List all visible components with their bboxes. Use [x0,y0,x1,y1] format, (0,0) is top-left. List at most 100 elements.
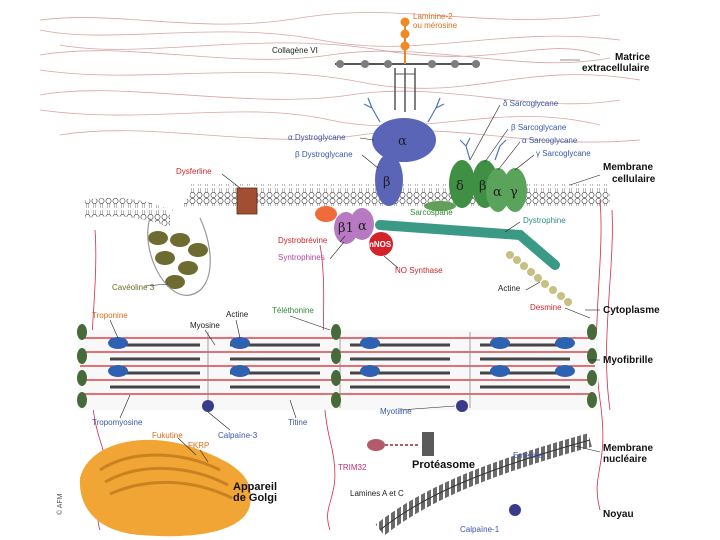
gamma-sarcoglycan-label: γ Sarcoglycane [536,149,591,158]
region-membrane-1: Membrane [603,162,653,173]
beta-dystroglycan-symbol: β [383,175,391,190]
actin-filament [506,251,572,306]
alpha-sarcoglycan-protein [486,168,510,212]
collagen-vi [335,60,480,68]
region-membrane-2: cellulaire [612,174,656,185]
sugar-chain [494,139,507,161]
region-myofibril: Myofibrille [603,355,653,366]
laminin-2 [394,17,416,112]
caveolin-label: Cavéoline 3 [112,283,155,292]
alpha-syntrophin-symbol: α [358,219,367,234]
troponin-label: Troponine [92,311,128,320]
sugar-chain [427,97,445,123]
dystrobrevin-protein [350,208,374,240]
beta-dystroglycan-protein [375,154,403,206]
calpain3-label: Calpaïne-3 [218,431,258,440]
myofibril [77,324,598,412]
gamma-symbol: γ [510,185,518,200]
leader-lines [109,59,601,463]
membrane-left [85,198,170,228]
trim32-protein [367,439,385,451]
calpain1-protein [509,504,521,516]
desmin-label: Desmine [530,303,562,312]
delta-sarcoglycan-label: δ Sarcoglycane [503,99,559,108]
lamins-label: Lamines A et C [350,489,404,498]
alpha-symbol: α [493,185,502,200]
fiber-line [596,199,604,511]
laminin-label-2: ou mérosine [413,21,458,30]
collagen-fiber [39,50,611,64]
collagen-fiber [59,42,601,57]
sugar-chain [363,97,381,123]
sarcospan-label: Sarcospane [410,208,453,217]
syntrophins-label: Syntrophines [278,253,325,262]
dystrophin-protein [375,220,560,270]
copyright-label: © AFM [56,493,64,515]
telethonin-label: Téléthonine [272,306,314,315]
golgi-cisterna [104,467,229,487]
golgi-apparatus [79,439,251,537]
region-matrix-2: extracellulaire [582,63,650,74]
dystrophin-label: Dystrophine [523,216,566,225]
fiber-line [606,209,613,411]
fukutin-label: Fukutine [152,431,183,440]
alpha-dystroglycan-protein [372,118,436,162]
emerin-label: Emerine [513,451,543,460]
region-nuclear-1: Membrane [603,443,653,454]
collagen-label: Collagène VI [272,46,318,55]
delta-sarcoglycan-protein [449,160,475,208]
sugar-chain [459,137,471,161]
caveola-membrane [147,217,211,296]
collagen-fiber [39,12,601,25]
caveolin-3 [148,231,208,289]
beta-symbol: β [479,179,487,194]
beta-sarcoglycan-label: β Sarcoglycane [511,123,567,132]
dystrobrevin-orange [315,206,337,222]
glycosylation-chains [363,97,507,161]
nuclear-membrane [375,433,592,536]
dystrobrevin-label: Dystrobrévine [278,236,328,245]
alpha-dystroglycan-label: α Dystroglycane [288,133,346,142]
delta-symbol: δ [456,179,464,194]
alpha-dystroglycan-symbol: α [398,134,407,149]
dysferlin-protein [236,187,258,215]
region-cytoplasm: Cytoplasme [603,305,660,316]
laminin-label-1: Laminine-2 [413,12,453,21]
region-nucleus: Noyau [603,509,634,520]
collagen-fiber [59,130,641,143]
golgi-label-2: de Golgi [233,492,277,504]
nnos-protein [369,232,393,256]
sarcospan-protein [424,201,456,211]
calpain3-protein [202,400,214,412]
collagen-fiber [39,69,641,89]
golgi-cisterna [109,480,233,500]
nnos-label: nNOS [369,240,392,249]
tropomyosin-label: Tropomyosine [92,418,143,427]
collagen-fibers [39,12,641,143]
myotilin-protein [456,400,468,412]
collagen-fiber [39,90,621,105]
beta-dystroglycan-label: β Dystroglycane [295,150,353,159]
myosin-label: Myosine [190,321,220,330]
sarcoglycan-complex: δ β α γ [449,160,527,212]
gamma-sarcoglycan-protein [503,168,527,212]
dysferlin-label: Dysferline [176,167,212,176]
no-synthase-label: NO Synthase [395,266,443,275]
calpain1-label: Calpaïne-1 [460,525,500,534]
region-nuclear-2: nucléaire [603,454,647,465]
z-disc-ovals [77,324,597,408]
actin-cyto-label: Actine [498,284,521,293]
actin-fibril-label: Actine [226,310,249,319]
myotilin-label: Myotiline [380,407,412,416]
troponin-ovals [108,337,575,377]
collagen-fiber [39,29,621,47]
fkrp-label: FKRP [188,441,209,450]
region-matrix-1: Matrice [615,52,650,63]
alpha-sarcoglycan-label: α Sarcoglycane [522,136,578,145]
titin-label: Titine [288,418,308,427]
golgi-cisterna [99,453,221,472]
proteasome-label: Protéasome [412,459,475,471]
beta1-symbol: β1 [338,221,354,236]
